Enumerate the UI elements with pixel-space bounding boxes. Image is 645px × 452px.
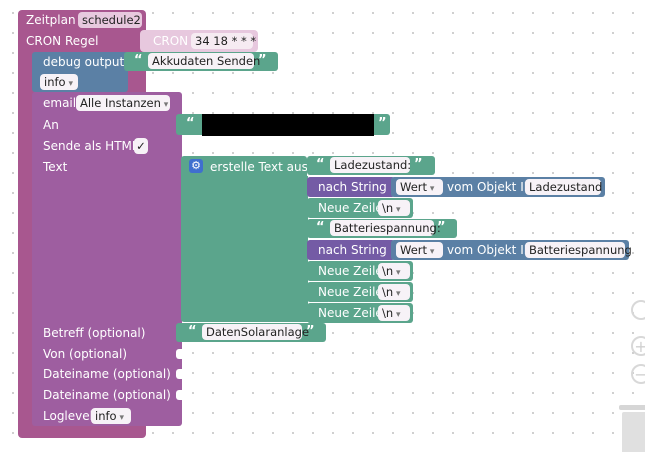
email-html-checkbox[interactable]: ✓: [134, 138, 148, 154]
debug-level-dropdown[interactable]: info: [40, 74, 78, 90]
create-text-label: erstelle Text aus: [210, 160, 308, 174]
newline-label-2: Neue Zeile: [318, 264, 383, 278]
cron-rule-label: CRON Regel: [26, 34, 99, 48]
schedule-inner-left: [18, 52, 32, 432]
ladezustand-quote-open: “: [316, 157, 325, 172]
von-input-socket[interactable]: [176, 349, 182, 359]
schedule-label: Zeitplan: [26, 13, 76, 27]
email-html-label: Sende als HTML: [43, 139, 139, 153]
object-id-label-2: vom Objekt ID: [447, 243, 533, 257]
cron-expression-field[interactable]: 34 18 * * *: [191, 33, 256, 49]
object-id-label-1: vom Objekt ID: [447, 180, 533, 194]
newline-dropdown-4[interactable]: \n: [378, 305, 410, 321]
ladezustand-text-field[interactable]: Ladezustand:: [330, 157, 411, 173]
newline-label-3: Neue Zeile: [318, 285, 383, 299]
newline-dropdown-2[interactable]: \n: [378, 263, 410, 279]
newline-dropdown-3[interactable]: \n: [378, 284, 410, 300]
object-value-dropdown-1[interactable]: Wert: [396, 179, 443, 195]
betreff-quote-open: “: [188, 324, 197, 339]
recipient-redacted: [202, 114, 374, 136]
create-text-block[interactable]: [181, 156, 307, 322]
to-string-label-2: nach String: [318, 243, 387, 257]
batterie-text-field[interactable]: Batteriespannung:: [330, 220, 441, 236]
recipient-quote-close: ”: [378, 116, 387, 131]
create-text-slot-strip: [300, 176, 308, 322]
to-string-block-1[interactable]: [307, 177, 395, 197]
schedule-name-field[interactable]: schedule2: [78, 12, 142, 28]
cron-chip-label: CRON: [153, 34, 189, 48]
email-von-label: Von (optional): [43, 347, 128, 361]
object-id-field-1[interactable]: Ladezustand: [525, 179, 602, 195]
zoom-in-icon[interactable]: +: [631, 336, 645, 356]
zoom-out-icon[interactable]: −: [631, 364, 645, 384]
trash-icon[interactable]: [622, 412, 645, 452]
recipient-quote-open: “: [186, 116, 195, 131]
email-text-label: Text: [43, 160, 68, 174]
recenter-icon[interactable]: [631, 300, 645, 320]
email-loglevel-label: Loglevel: [43, 409, 93, 423]
email-instance-dropdown[interactable]: Alle Instanzen: [76, 95, 170, 111]
object-value-dropdown-2[interactable]: Wert: [396, 242, 443, 258]
newline-label-4: Neue Zeile: [318, 306, 383, 320]
debug-text-field[interactable]: Akkudaten Senden: [148, 53, 260, 69]
newline-label-1: Neue Zeile: [318, 201, 383, 215]
to-string-label-1: nach String: [318, 180, 387, 194]
datei1-input-socket[interactable]: [176, 369, 182, 379]
batterie-quote-close: ”: [437, 220, 446, 235]
betreff-text-field[interactable]: DatenSolaranlage: [202, 324, 309, 340]
newline-dropdown-1[interactable]: \n: [378, 200, 410, 216]
object-id-field-2[interactable]: Batteriespannung: [525, 242, 632, 258]
debug-output-label: debug output: [43, 55, 125, 69]
datei2-input-socket[interactable]: [176, 390, 182, 400]
debug-quote-open: “: [134, 53, 143, 68]
betreff-quote-close: ”: [306, 324, 315, 339]
to-string-block-2[interactable]: [307, 240, 395, 260]
email-datei1-label: Dateiname (optional): [43, 367, 171, 381]
email-block[interactable]: [32, 92, 182, 426]
email-label: email: [43, 96, 77, 110]
gear-icon[interactable]: ⚙: [189, 159, 203, 173]
email-datei2-label: Dateiname (optional): [43, 388, 171, 402]
ladezustand-quote-close: ”: [414, 157, 423, 172]
email-an-label: An: [43, 118, 59, 132]
debug-quote-close: ”: [258, 53, 267, 68]
batterie-quote-open: “: [316, 220, 325, 235]
email-loglevel-dropdown[interactable]: info: [91, 408, 131, 424]
trash-lid: [619, 405, 645, 410]
email-betreff-label: Betreff (optional): [43, 326, 146, 340]
